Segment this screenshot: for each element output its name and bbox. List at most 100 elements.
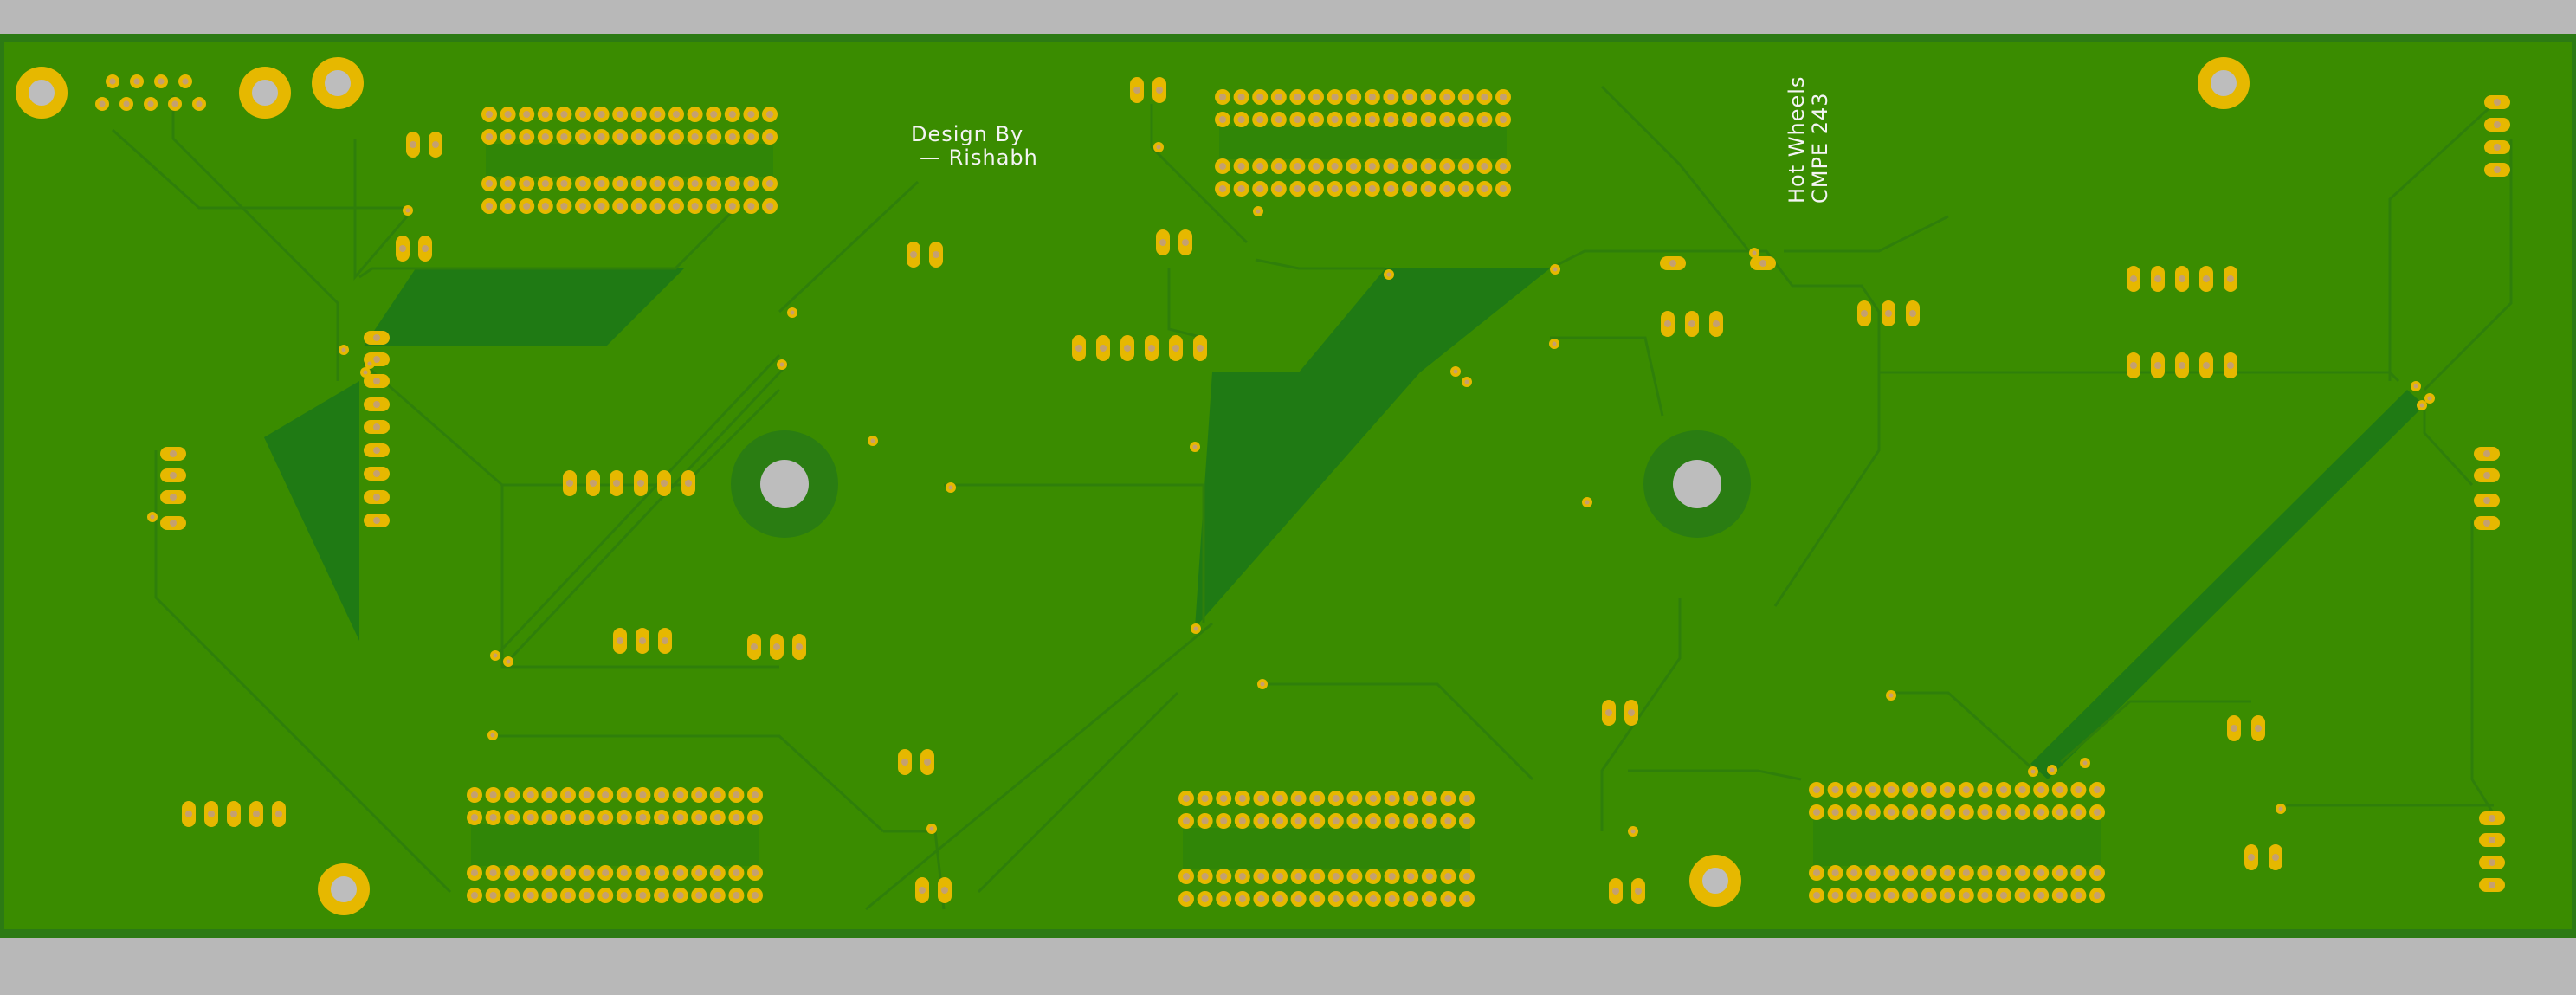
- trace: [1600, 85, 1751, 252]
- pad: [1252, 89, 1269, 105]
- pad: [1476, 181, 1493, 197]
- pad: [95, 97, 109, 111]
- via: [2411, 381, 2421, 391]
- pad: [654, 810, 669, 825]
- pad: [1309, 869, 1326, 884]
- pad: [2089, 782, 2105, 798]
- via: [360, 367, 371, 378]
- smd-pad: [1685, 311, 1699, 337]
- pad: [1383, 89, 1399, 105]
- pad: [1383, 181, 1399, 197]
- pad: [1309, 891, 1326, 907]
- smd-pad: [613, 628, 627, 654]
- pad: [1883, 782, 1900, 798]
- mounting-holes-layer: [16, 57, 2250, 915]
- smd-pad: [2244, 844, 2258, 870]
- pad: [1846, 782, 1863, 798]
- pad: [1403, 891, 1419, 907]
- pad: [593, 107, 610, 122]
- pad: [481, 176, 497, 191]
- pad: [1364, 158, 1380, 174]
- pad: [519, 129, 535, 145]
- smd-pad: [907, 242, 920, 268]
- pad: [649, 176, 666, 191]
- pad: [687, 198, 703, 214]
- pad: [504, 888, 520, 903]
- pad: [1308, 158, 1324, 174]
- smd-pad: [364, 467, 390, 481]
- pad: [1234, 813, 1250, 829]
- smd-pad: [2175, 352, 2189, 378]
- pad: [1958, 804, 1974, 820]
- pad: [1253, 791, 1269, 806]
- pad: [635, 888, 651, 903]
- pad: [706, 198, 722, 214]
- pad: [597, 787, 614, 803]
- pad: [1921, 804, 1937, 820]
- trace: [358, 206, 738, 279]
- pad: [1495, 158, 1511, 174]
- silk-course-code: CMPE 243: [1808, 92, 1832, 204]
- pad: [616, 787, 632, 803]
- pad: [1495, 181, 1511, 197]
- pad: [1233, 89, 1249, 105]
- via: [1384, 269, 1394, 280]
- pad: [1290, 891, 1307, 907]
- smd-pad: [1906, 300, 1920, 326]
- smd-pad: [1661, 311, 1675, 337]
- pad: [1459, 813, 1475, 829]
- smd-pad: [1750, 256, 1776, 270]
- pad: [1827, 804, 1843, 820]
- pad: [556, 129, 572, 145]
- smd-pad: [1602, 700, 1616, 726]
- smd-pad: [2227, 715, 2241, 741]
- pad: [597, 888, 614, 903]
- via: [777, 359, 787, 370]
- pad: [467, 888, 482, 903]
- copper-zone-center-lower: [1195, 372, 1420, 628]
- pad: [1902, 865, 1918, 881]
- smd-pad: [2474, 447, 2500, 461]
- pad: [1234, 869, 1250, 884]
- pad: [1346, 89, 1362, 105]
- smd-pad: [364, 443, 390, 457]
- pad: [1253, 813, 1269, 829]
- pad: [1253, 869, 1269, 884]
- pad: [1440, 813, 1456, 829]
- pad: [485, 865, 501, 881]
- pad: [1384, 791, 1400, 806]
- pad: [762, 198, 778, 214]
- pad: [1996, 804, 2011, 820]
- pad: [672, 888, 688, 903]
- pad: [1289, 89, 1306, 105]
- pad: [1902, 782, 1918, 798]
- pad: [691, 787, 707, 803]
- pad: [1327, 112, 1343, 127]
- smd-pad: [658, 628, 672, 654]
- pad: [1383, 112, 1399, 127]
- via: [490, 650, 500, 661]
- mounting-hole-large: [1643, 430, 1751, 538]
- pad: [762, 129, 778, 145]
- trace: [353, 139, 409, 281]
- pad: [668, 129, 684, 145]
- pad: [1402, 89, 1417, 105]
- via: [1582, 497, 1592, 507]
- via: [147, 512, 158, 522]
- header-trace-field: [486, 144, 773, 177]
- pad: [1346, 181, 1362, 197]
- smd-pad: [2175, 266, 2189, 292]
- pad: [762, 176, 778, 191]
- pad: [504, 787, 520, 803]
- pad: [1439, 181, 1456, 197]
- pad: [1883, 888, 1900, 903]
- smd-pad: [1660, 256, 1686, 270]
- pad: [593, 198, 610, 214]
- trace: [1150, 104, 1249, 244]
- pad: [1958, 865, 1974, 881]
- pad: [1327, 89, 1343, 105]
- via: [1550, 264, 1560, 275]
- pad: [1197, 869, 1213, 884]
- mounting-hole: [312, 57, 364, 109]
- pad: [1420, 112, 1436, 127]
